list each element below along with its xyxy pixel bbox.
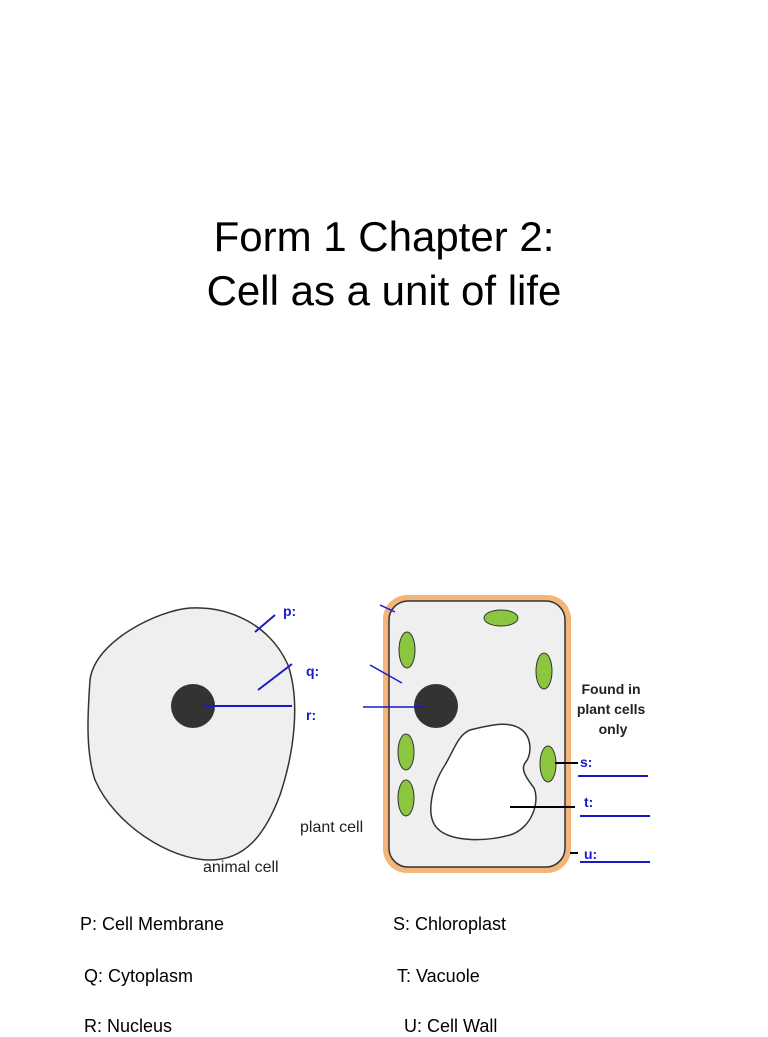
chloroplast [398, 631, 416, 669]
label-u: u: [584, 846, 597, 862]
answer-q: Q: Cytoplasm [84, 966, 194, 986]
label-t: t: [584, 794, 593, 810]
plant-cytoplasm-line [369, 664, 403, 684]
answer-r: R: Nucleus [84, 1016, 173, 1036]
answer-p: P: Cell Membrane [80, 914, 225, 934]
animal-nucleus [171, 684, 215, 728]
q-label-line [257, 663, 293, 691]
plant-nucleus [414, 684, 458, 728]
animal-cell-body [87, 607, 296, 861]
answer-s: S: Chloroplast [393, 914, 507, 934]
title-line-1: Form 1 Chapter 2: [213, 213, 555, 260]
found-note-line-3: only [599, 721, 628, 737]
chloroplast [483, 609, 519, 627]
chloroplast [397, 733, 415, 771]
found-note-line-2: plant cells [577, 701, 646, 717]
slide-title: Form 1 Chapter 2: Cell as a unit of life [0, 210, 768, 318]
animal-cell-caption: animal cell [203, 859, 279, 876]
title-line-2: Cell as a unit of life [206, 267, 562, 314]
answer-u: U: Cell Wall [404, 1016, 498, 1036]
chloroplast [535, 652, 553, 690]
answer-t: T: Vacuole [397, 966, 480, 986]
plant-cell-caption: plant cell [300, 819, 363, 836]
vacuole [430, 723, 537, 841]
chloroplast [397, 779, 415, 817]
plant-wall-line [379, 604, 396, 613]
p-label-line [254, 614, 276, 633]
label-s: s: [580, 754, 592, 770]
found-in-plant-note: Found in plant cells only [577, 681, 649, 737]
cell-diagram: p: q: r: animal cell s: t: u: plant cell… [87, 595, 650, 876]
found-note-line-1: Found in [582, 681, 641, 697]
label-p: p: [283, 603, 296, 619]
label-r: r: [306, 707, 316, 723]
label-q: q: [306, 663, 319, 679]
chloroplast [539, 745, 557, 783]
